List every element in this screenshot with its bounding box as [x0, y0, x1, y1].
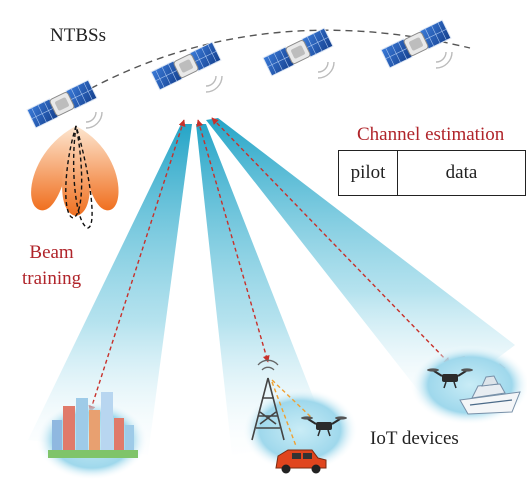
ntbs-title: NTBSs [50, 25, 106, 46]
drone-icon [301, 416, 347, 437]
signal-waves-icon [205, 75, 223, 93]
channel-estimation-title: Channel estimation [357, 124, 505, 145]
beam-lobes [31, 125, 119, 229]
car-icon [275, 449, 327, 474]
beam-training-line2: training [22, 268, 82, 289]
signal-waves-icon [435, 51, 453, 69]
beam-training-line1: Beam [29, 242, 74, 263]
frame-pilot-cell: pilot [339, 151, 398, 195]
frame-data-cell: data [445, 162, 478, 183]
city-icon [48, 392, 138, 458]
signal-waves-icon [85, 111, 103, 129]
tower-ground [242, 388, 358, 472]
drone-icon [427, 368, 473, 389]
link-drone [211, 117, 451, 365]
link-tower-drone [271, 379, 313, 419]
satellite-icon [26, 79, 98, 129]
signal-waves-icon [317, 61, 335, 79]
satellite-icon [262, 27, 334, 77]
pilot-data-frame: pilot data [338, 150, 526, 196]
cell-tower-icon [251, 359, 285, 441]
iot-devices-label: IoT devices [370, 428, 459, 449]
beam-training-label: Beam training [22, 240, 81, 292]
ship-icon [459, 375, 521, 415]
link-tower-car [271, 381, 297, 447]
link-city [88, 119, 186, 413]
